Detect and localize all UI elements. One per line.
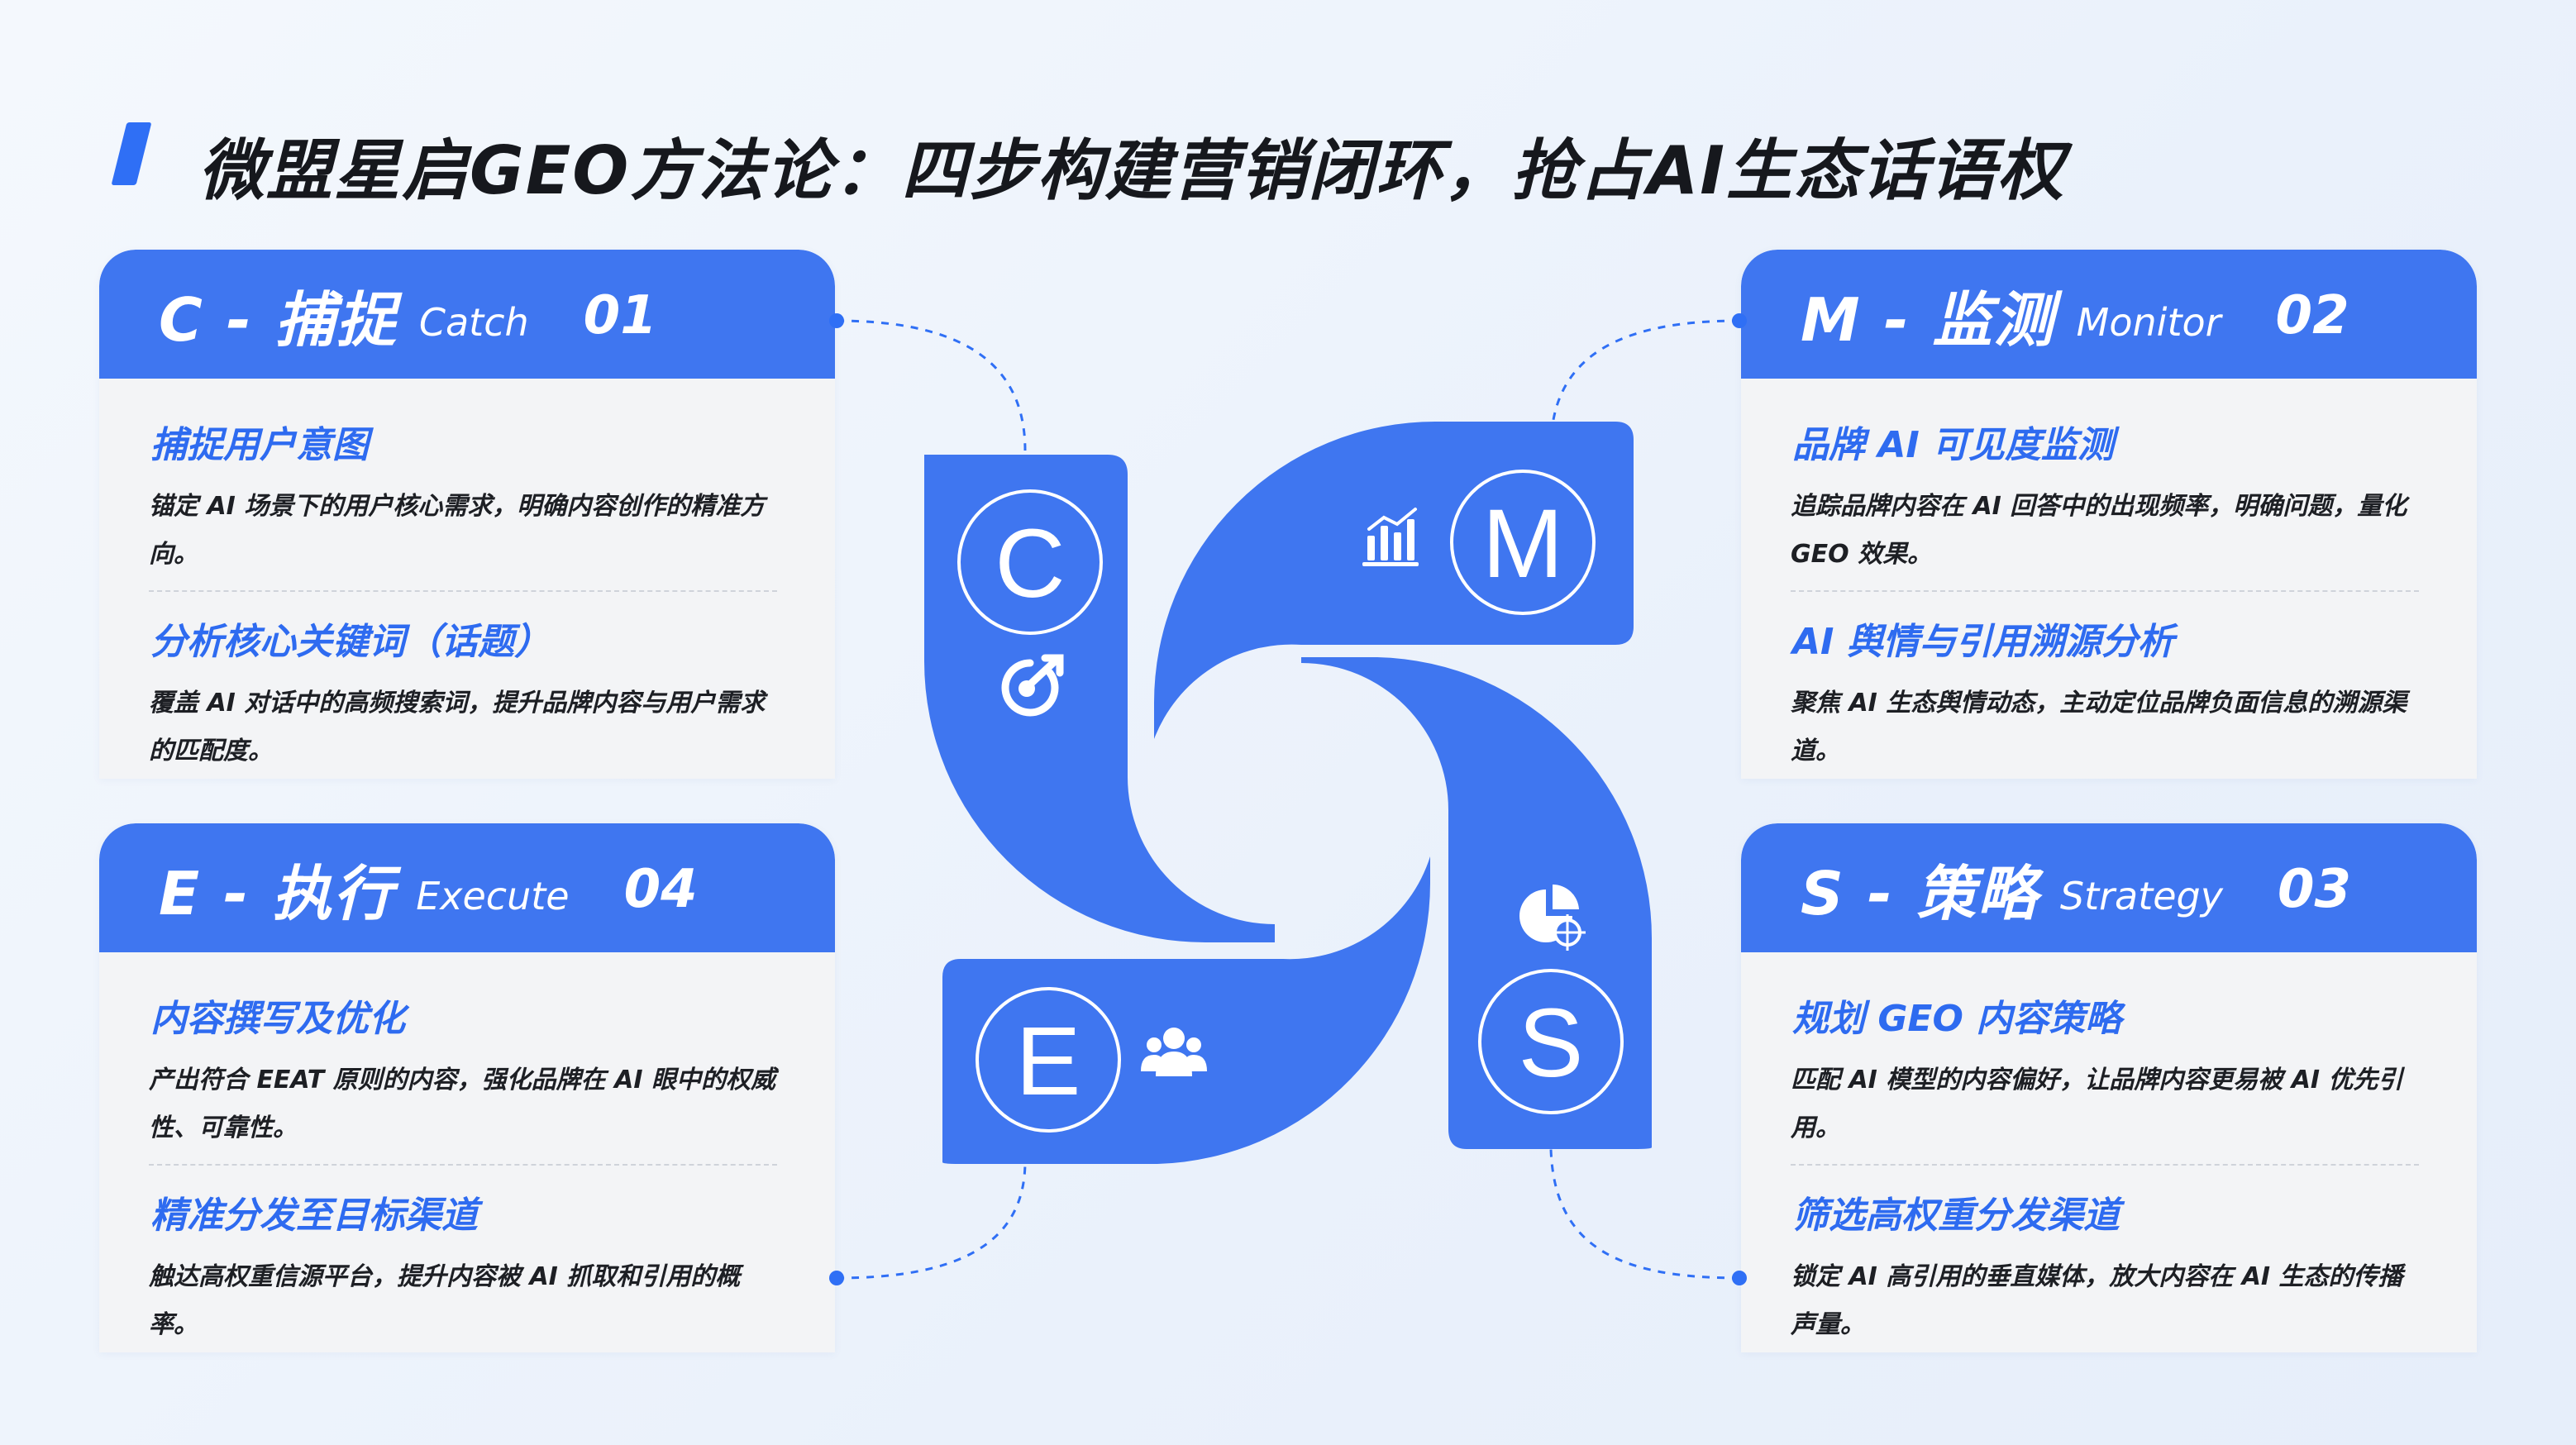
card-strategy-item-2-title: 筛选高权重分发渠道 [1792,1195,2120,1237]
card-monitor-number: 02 [2275,285,2349,346]
badge-s-ring [1478,969,1624,1114]
card-monitor-item-2-desc: 聚焦 AI 生态舆情动态，主动定位品牌负面信息的溯源渠道。 [1791,689,2407,765]
wheel-blade-c [924,455,1275,943]
card-monitor-item-1-title: 品牌 AI 可见度监测 [1792,424,2115,466]
card-strategy-title: S - 策略 [1801,858,2039,928]
wheel-blade-s [1301,657,1653,1149]
card-monitor-item-1-desc: 追踪品牌内容在 AI 回答中的出现频率，明确问题，量化 GEO 效果。 [1791,492,2407,569]
title-accent-bar [111,122,152,185]
badge-m-ring [1450,470,1596,615]
card-strategy-item-1-title: 规划 GEO 内容策略 [1792,998,2122,1040]
card-monitor-en: Monitor [2076,300,2221,345]
badge-m-letter: M [1482,489,1563,599]
card-strategy-item-2-desc: 锁定 AI 高引用的垂直媒体，放大内容在 AI 生态的传播声量。 [1791,1262,2403,1339]
card-monitor: M - 监测 Monitor 02 品牌 AI 可见度监测 追踪品牌内容在 AI… [1741,250,2477,779]
card-catch-item-2-desc: 覆盖 AI 对话中的高频搜索词，提升品牌内容与用户需求的匹配度。 [149,689,766,765]
card-catch-item-1-title: 捕捉用户意图 [150,424,369,466]
connector-s [1549,1148,1740,1280]
connector-m [1549,319,1740,443]
badge-e-ring [976,987,1121,1133]
connector-e [836,1161,1027,1280]
wheel-blade-e [942,856,1430,1164]
card-monitor-title: M - 监测 [1801,284,2055,355]
page-title: 微盟星启GEO方法论：四步构建营销闭环，抢占AI生态话语权 [198,132,2065,209]
card-catch: C - 捕捉 Catch 01 捕捉用户意图 锚定 AI 场景下的用户核心需求，… [99,250,835,779]
card-catch-item-2-title: 分析核心关键词（话题） [150,621,551,663]
connector-c [836,319,1027,451]
connector-lines [836,319,1740,1280]
card-execute-divider [149,1164,777,1166]
card-catch-header: C - 捕捉 Catch 01 [99,250,835,379]
badge-s-letter: S [1519,989,1584,1098]
card-catch-title: C - 捕捉 [159,284,398,355]
card-execute-number: 04 [623,859,698,920]
card-monitor-header: M - 监测 Monitor 02 [1741,250,2477,379]
wheel-blade-m [1153,421,1634,739]
card-execute-title: E - 执行 [159,858,395,928]
card-execute-item-1-desc: 产出符合 EEAT 原则的内容，强化品牌在 AI 眼中的权威性、可靠性。 [149,1066,775,1142]
card-execute-item-1-title: 内容撰写及优化 [150,998,405,1040]
card-strategy-en: Strategy [2059,874,2223,918]
card-monitor-item-2-title: AI 舆情与引用溯源分析 [1792,621,2174,663]
card-strategy-header: S - 策略 Strategy 03 [1741,823,2477,952]
badge-e-letter: E [1016,1007,1081,1116]
card-execute-en: Execute [416,874,570,918]
card-execute-header: E - 执行 Execute 04 [99,823,835,952]
badge-c-ring [957,489,1103,635]
badge-c-letter: C [995,509,1065,618]
card-catch-item-1-desc: 锚定 AI 场景下的用户核心需求，明确内容创作的精准方向。 [149,492,766,569]
pie-chart-target-icon [1519,885,1586,951]
card-execute: E - 执行 Execute 04 内容撰写及优化 产出符合 EEAT 原则的内… [99,823,835,1352]
target-refresh-icon [1001,654,1064,717]
card-strategy: S - 策略 Strategy 03 规划 GEO 内容策略 匹配 AI 模型的… [1741,823,2477,1352]
card-execute-item-2-title: 精准分发至目标渠道 [150,1195,478,1237]
connector-dots [829,313,1747,1285]
card-catch-number: 01 [583,285,657,346]
card-strategy-item-1-desc: 匹配 AI 模型的内容偏好，让品牌内容更易被 AI 优先引用。 [1791,1066,2403,1142]
card-monitor-divider [1791,590,2419,592]
bar-chart-icon [1362,508,1419,566]
card-strategy-divider [1791,1164,2419,1166]
card-execute-item-2-desc: 触达高权重信源平台，提升内容被 AI 抓取和引用的概率。 [149,1262,741,1339]
card-catch-divider [149,590,777,592]
card-strategy-number: 03 [2277,859,2352,920]
users-icon [1141,1028,1207,1076]
card-catch-en: Catch [418,300,529,345]
